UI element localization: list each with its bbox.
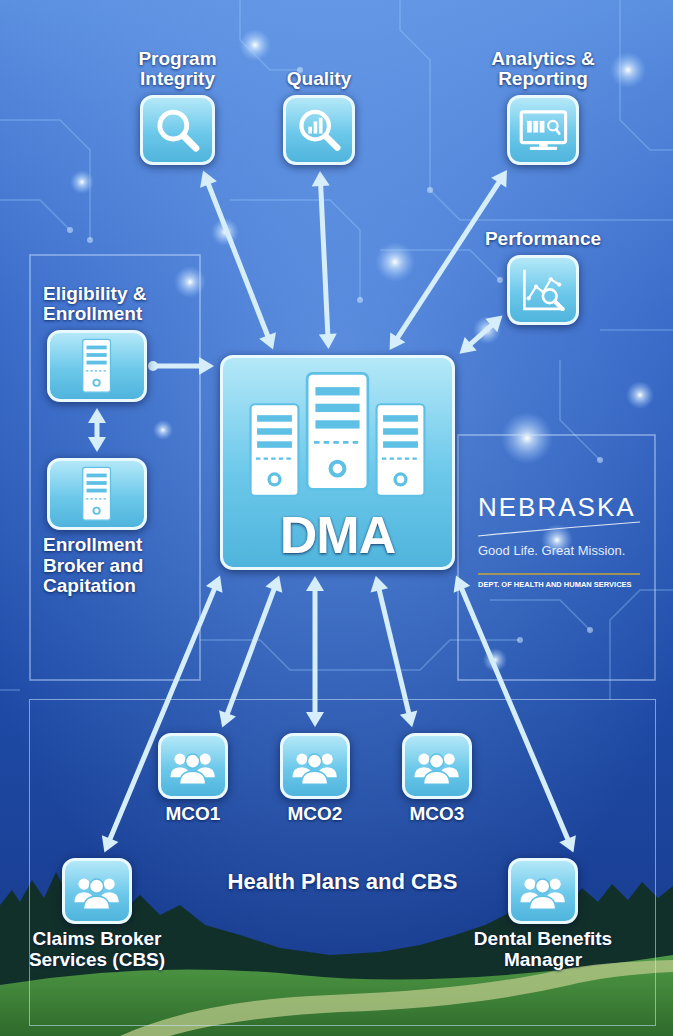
icon-symbol — [59, 466, 134, 521]
label-text: Enrollment Broker and Capitation — [43, 535, 193, 597]
icon-node: Quality — [283, 95, 355, 165]
connector-line — [313, 588, 318, 715]
icon-symbol — [59, 338, 134, 393]
connector-line — [153, 364, 202, 369]
arrow-head — [199, 357, 214, 375]
icon-node: Claims Broker Services (CBS) — [62, 858, 132, 924]
node-label: Enrollment Broker and Capitation — [43, 535, 193, 597]
hub-box: DMA — [220, 355, 455, 570]
icon-node: Eligibility & Enrollment — [47, 330, 147, 402]
icon-symbol — [517, 263, 570, 317]
label-text: MCO2 — [260, 804, 370, 825]
connector — [459, 316, 502, 354]
arrow-head — [206, 576, 223, 593]
connector — [390, 170, 507, 350]
icon-node: MCO2 — [280, 733, 350, 799]
arrow-head — [559, 835, 576, 852]
node-label: MCO1 — [138, 804, 248, 825]
arrow-head — [306, 576, 324, 591]
connector — [371, 576, 418, 727]
node-label: MCO2 — [260, 804, 370, 825]
icon-symbol — [517, 103, 570, 157]
node-label: Program Integrity — [108, 49, 248, 90]
connector-line — [396, 180, 500, 340]
icon-node: Enrollment Broker and Capitation — [47, 458, 147, 530]
connector-line — [226, 587, 274, 716]
icon-node: MCO3 — [402, 733, 472, 799]
connector-line — [468, 324, 493, 346]
label-text: MCO1 — [138, 804, 248, 825]
connector — [148, 357, 214, 375]
icon-symbol — [293, 103, 346, 157]
arrow-head — [371, 576, 389, 593]
icon-symbol — [289, 741, 340, 791]
arrow-head — [485, 316, 502, 333]
icon-node: MCO1 — [158, 733, 228, 799]
label-text: Performance — [473, 229, 613, 250]
label-text: Claims Broker Services (CBS) — [17, 929, 177, 970]
arrow-head — [491, 170, 507, 187]
arrow-head — [200, 171, 217, 188]
logo-text: NEBRASKA — [478, 492, 636, 523]
logo-text: DEPT. OF HEALTH AND HUMAN SERVICES — [478, 580, 632, 589]
arrow-head — [259, 332, 276, 349]
icon-node: Performance — [507, 255, 579, 325]
icon-symbol — [167, 741, 218, 791]
node-label: Claims Broker Services (CBS) — [17, 929, 177, 970]
label-text: Quality — [259, 69, 379, 90]
hub-title: DMA — [223, 509, 452, 561]
icon-symbol — [517, 866, 568, 916]
connector — [219, 576, 282, 728]
connector — [312, 171, 337, 349]
node-label: Performance — [473, 229, 613, 250]
arrow-head — [88, 408, 106, 423]
connector — [454, 576, 576, 853]
connector-line — [461, 587, 569, 842]
icon-symbol — [223, 366, 452, 506]
arrow-head — [312, 171, 330, 186]
node-label: MCO3 — [382, 804, 492, 825]
arrow-head — [390, 332, 406, 349]
connector — [200, 171, 276, 350]
logo-text: Good Life. Great Mission. — [478, 543, 625, 558]
icon-node: Dental Benefits Manager — [508, 858, 578, 924]
label-text: Program Integrity — [108, 49, 248, 90]
label-text: Dental Benefits Manager — [463, 929, 623, 970]
icon-symbol — [150, 103, 205, 157]
arrow-head — [219, 710, 236, 727]
connector — [88, 408, 106, 452]
icon-node: Program Integrity — [140, 95, 215, 165]
icon-node: Analytics & Reporting — [507, 95, 579, 165]
connector-line — [207, 182, 268, 338]
arrow-head — [459, 337, 476, 354]
label-text: MCO3 — [382, 804, 492, 825]
label-text: Eligibility & Enrollment — [43, 284, 193, 325]
connector-dot — [148, 361, 158, 371]
connector-line — [321, 183, 328, 337]
node-label: Dental Benefits Manager — [463, 929, 623, 970]
icon-symbol — [71, 866, 122, 916]
arrow-head — [306, 712, 324, 727]
arrow-head — [88, 437, 106, 452]
arrow-head — [265, 576, 282, 593]
label-text: Analytics & Reporting — [478, 49, 608, 90]
node-label: Analytics & Reporting — [478, 49, 608, 90]
region-band: Health Plans and CBSMCO1MCO2MCO3Claims B… — [30, 700, 655, 1025]
arrow-head — [102, 835, 119, 852]
node-label: Quality — [259, 69, 379, 90]
arrow-head — [319, 334, 337, 349]
connector — [306, 576, 324, 727]
icon-symbol — [411, 741, 462, 791]
arrow-head — [454, 576, 471, 593]
node-label: Eligibility & Enrollment — [43, 284, 193, 325]
connector-line — [379, 588, 410, 716]
arrow-head — [400, 710, 418, 727]
